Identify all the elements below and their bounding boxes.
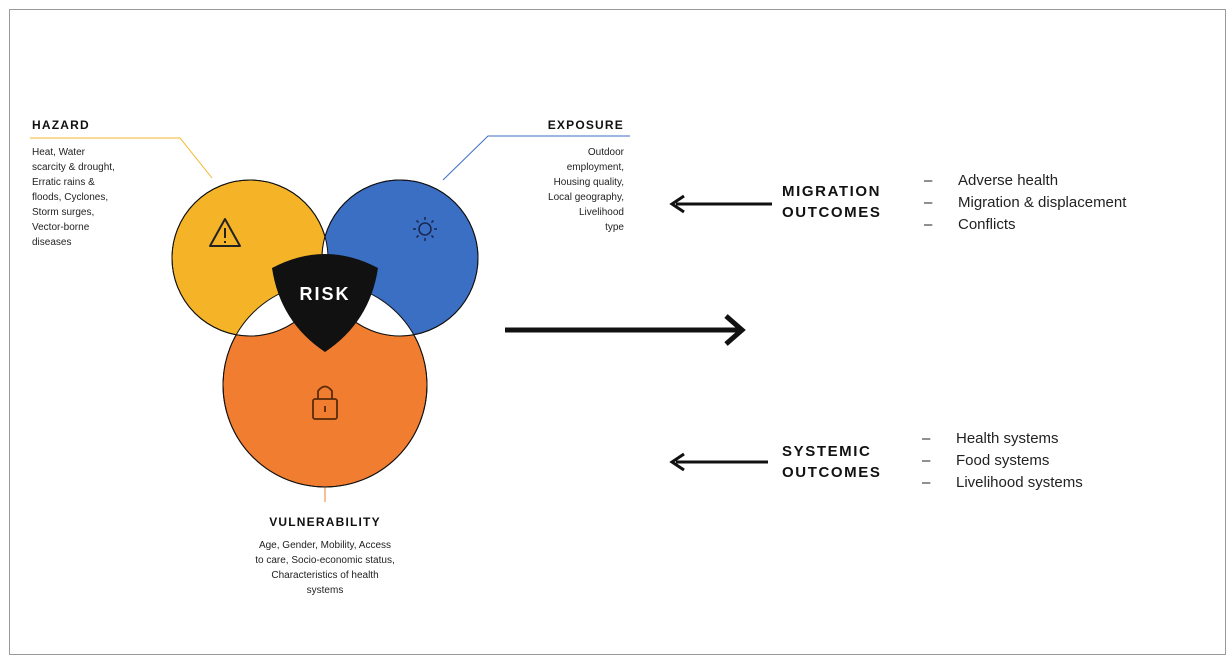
migration-outcomes-list: –Adverse health –Migration & displacemen… bbox=[924, 170, 1126, 236]
list-item: –Food systems bbox=[922, 452, 1050, 469]
systemic-outcomes-title: SYSTEMIC OUTCOMES bbox=[782, 443, 882, 481]
hazard-heading: HAZARD bbox=[32, 118, 90, 132]
hazard-description: Heat, Water scarcity & drought, Erratic … bbox=[32, 147, 115, 248]
list-item: –Conflicts bbox=[924, 216, 1016, 233]
risk-label: RISK bbox=[299, 284, 350, 304]
exposure-leader-line bbox=[442, 135, 630, 181]
arrow-from-migration bbox=[669, 194, 772, 214]
hazard-leader-line bbox=[30, 137, 213, 179]
list-item: –Migration & displacement bbox=[924, 194, 1127, 211]
arrow-from-systemic bbox=[669, 452, 768, 472]
list-item: –Health systems bbox=[922, 430, 1059, 447]
main-arrow-right bbox=[505, 314, 746, 346]
padlock-icon bbox=[312, 385, 338, 420]
migration-outcomes-title: MIGRATION OUTCOMES bbox=[782, 183, 882, 221]
list-item: –Adverse health bbox=[924, 172, 1059, 189]
vulnerability-heading: VULNERABILITY bbox=[269, 515, 381, 529]
sun-icon bbox=[413, 217, 437, 241]
exposure-heading: EXPOSURE bbox=[547, 118, 624, 132]
systemic-outcomes-list: –Health systems –Food systems –Livelihoo… bbox=[922, 428, 1083, 494]
warning-icon bbox=[209, 218, 241, 247]
figure-frame bbox=[9, 9, 1226, 655]
risk-center-shape bbox=[272, 254, 378, 352]
vulnerability-description: Age, Gender, Mobility, Access to care, S… bbox=[255, 540, 395, 596]
list-item: –Livelihood systems bbox=[922, 474, 1083, 491]
exposure-description: Outdoor employment, Housing quality, Loc… bbox=[548, 147, 624, 233]
